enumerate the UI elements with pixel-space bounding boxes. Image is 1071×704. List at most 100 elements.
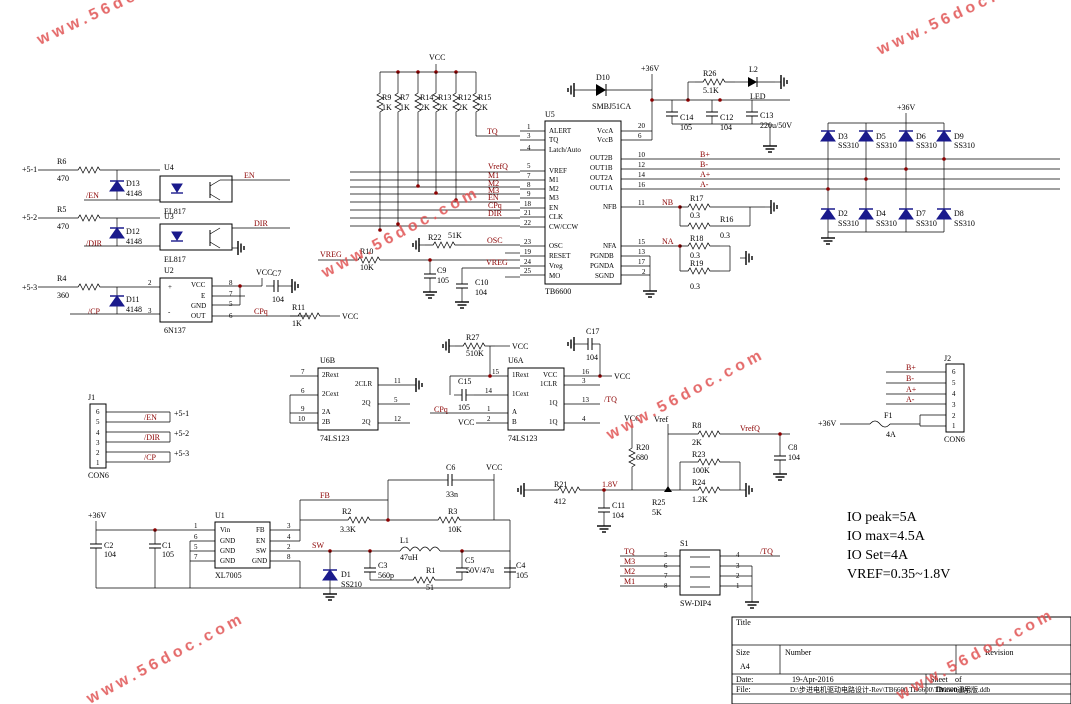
svg-text:Vin: Vin (220, 526, 231, 534)
svg-text:VrefQ: VrefQ (740, 424, 760, 433)
svg-text:/EN: /EN (86, 191, 99, 200)
svg-text:B: B (512, 418, 517, 426)
svg-text:M3: M3 (624, 557, 635, 566)
svg-text:Date:: Date: (736, 675, 753, 684)
svg-text:VCC: VCC (342, 312, 358, 321)
svg-text:2CLR: 2CLR (355, 380, 372, 388)
svg-text:PGNDB: PGNDB (590, 252, 614, 260)
svg-text:R15: R15 (478, 93, 491, 102)
svg-text:PGNDA: PGNDA (590, 262, 614, 270)
svg-text:6: 6 (952, 368, 956, 376)
svg-text:VCC: VCC (486, 463, 502, 472)
svg-text:D8: D8 (954, 209, 964, 218)
svg-text:U6B: U6B (320, 356, 335, 365)
svg-text:2: 2 (96, 449, 100, 457)
svg-text:1: 1 (194, 522, 198, 530)
svg-text:M3: M3 (488, 186, 499, 195)
svg-text:1.2K: 1.2K (692, 495, 708, 504)
svg-text:J2: J2 (944, 354, 951, 363)
svg-text:4: 4 (96, 429, 100, 437)
svg-text:7: 7 (527, 172, 531, 180)
param-io-set: IO Set=4A (847, 548, 909, 563)
svg-text:7: 7 (301, 368, 305, 376)
svg-text:U3: U3 (164, 212, 174, 221)
svg-text:SW: SW (312, 541, 324, 550)
svg-text:D4: D4 (876, 209, 886, 218)
svg-text:6: 6 (638, 132, 642, 140)
svg-text:D6: D6 (916, 132, 926, 141)
svg-text:SS310: SS310 (838, 141, 859, 150)
svg-text:VREG: VREG (486, 258, 508, 267)
svg-text:M1: M1 (549, 176, 559, 184)
svg-text:C11: C11 (612, 501, 625, 510)
svg-text:20: 20 (638, 122, 646, 130)
svg-text:R5: R5 (57, 205, 66, 214)
svg-text:5: 5 (229, 300, 233, 308)
svg-text:2B: 2B (322, 418, 331, 426)
svg-text:6: 6 (301, 387, 305, 395)
svg-text:1.8V: 1.8V (602, 480, 618, 489)
svg-text:11: 11 (638, 199, 645, 207)
svg-text:1: 1 (952, 422, 956, 430)
sense-resistors: NB R17 0.3 R16 0.3 NA R18 0.3 R19 0.3 (662, 194, 778, 291)
svg-text:+5-2: +5-2 (174, 429, 189, 438)
svg-text:7: 7 (229, 290, 233, 298)
svg-text:M2: M2 (624, 567, 635, 576)
svg-text:SS310: SS310 (838, 219, 859, 228)
svg-text:1: 1 (96, 459, 100, 467)
svg-text:4: 4 (527, 144, 531, 152)
svg-text:CPq: CPq (434, 405, 448, 414)
svg-text:3: 3 (287, 522, 291, 530)
svg-text:74LS123: 74LS123 (508, 434, 537, 443)
svg-text:TQ: TQ (549, 136, 558, 144)
svg-text:SS310: SS310 (916, 141, 937, 150)
svg-text:B+: B+ (700, 150, 710, 159)
title-label: Title (736, 618, 751, 627)
svg-text:104: 104 (475, 288, 487, 297)
svg-text:3: 3 (582, 377, 586, 385)
svg-text:XL7005: XL7005 (215, 571, 242, 580)
svg-text:2K: 2K (438, 103, 448, 112)
svg-text:S1: S1 (680, 539, 688, 548)
svg-text:R24: R24 (692, 478, 705, 487)
svg-text:A+: A+ (700, 170, 711, 179)
svg-text:6: 6 (96, 408, 100, 416)
svg-text:D7: D7 (916, 209, 926, 218)
svg-text:EN: EN (488, 193, 499, 202)
svg-text:470: 470 (57, 222, 69, 231)
svg-text:ALERT: ALERT (549, 127, 572, 135)
svg-text:EN: EN (244, 171, 255, 180)
svg-text:8: 8 (287, 553, 291, 561)
svg-text:C7: C7 (272, 269, 281, 278)
svg-text:6N137: 6N137 (164, 326, 186, 335)
svg-text:0.3: 0.3 (690, 282, 700, 291)
svg-text:L1: L1 (400, 536, 409, 545)
svg-text:14: 14 (485, 387, 493, 395)
svg-text:CON6: CON6 (944, 435, 965, 444)
svg-text:DIR: DIR (254, 219, 268, 228)
svg-text:104: 104 (612, 511, 624, 520)
svg-text:5.1K: 5.1K (703, 86, 719, 95)
svg-text:A4: A4 (740, 662, 750, 671)
svg-text:SS210: SS210 (341, 580, 362, 589)
svg-text:SS310: SS310 (916, 219, 937, 228)
svg-text:R20: R20 (636, 443, 649, 452)
svg-text:4: 4 (287, 533, 291, 541)
svg-text:C13: C13 (760, 111, 773, 120)
svg-text:2: 2 (642, 268, 646, 276)
svg-text:50V/47u: 50V/47u (466, 566, 494, 575)
svg-text:File:: File: (736, 685, 751, 694)
svg-text:+: + (168, 283, 172, 291)
svg-text:0.3: 0.3 (720, 231, 730, 240)
svg-text:8: 8 (527, 181, 531, 189)
svg-text:C3: C3 (378, 561, 387, 570)
svg-text:/EN: /EN (144, 413, 157, 422)
svg-text:2Cext: 2Cext (322, 390, 339, 398)
svg-text:RESET: RESET (549, 252, 571, 260)
svg-text:4148: 4148 (126, 305, 142, 314)
svg-text:1K: 1K (382, 103, 392, 112)
svg-text:2Rext: 2Rext (322, 371, 339, 379)
flyback-diodes: +36V D3 SS310 D2 SS310 D5 SS310 D4 SS310 (820, 103, 1060, 245)
svg-text:105: 105 (162, 550, 174, 559)
